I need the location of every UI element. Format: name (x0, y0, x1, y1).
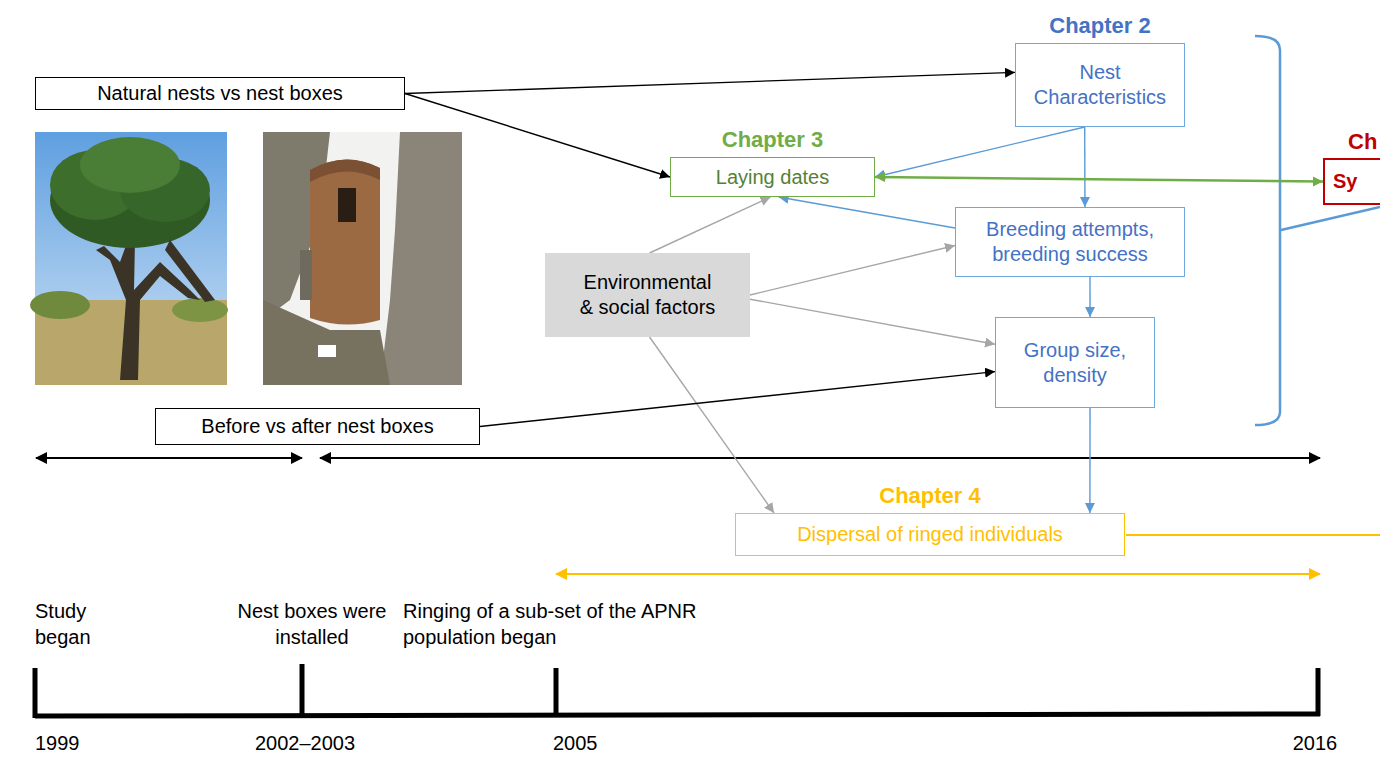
timeline-note: Nest boxes were installed (237, 598, 387, 650)
year-label: 1999 (35, 730, 115, 756)
process-box: Group size, density (995, 317, 1155, 408)
connector-arrow (750, 246, 955, 296)
period-arrow (320, 457, 1320, 459)
tree-photo (30, 132, 228, 385)
connector-arrow (650, 337, 774, 513)
period-arrow (556, 573, 1320, 575)
node-text: Before vs after nest boxes (201, 414, 433, 439)
factor-box: Environmental & social factors (545, 253, 750, 337)
connector-arrow (1089, 277, 1090, 317)
connector-arrow (405, 94, 670, 178)
process-box: Breeding attempts, breeding success (955, 207, 1185, 277)
chapter-box: Chapter 4Dispersal of ringed individuals (735, 513, 1125, 556)
chapter-heading: Chapter 3 (671, 127, 874, 153)
node-text: Sy (1333, 169, 1357, 194)
timeline-note: Ringing of a sub-set of the APNR populat… (403, 598, 708, 650)
connector-arrow (779, 197, 955, 228)
chapter-box: Chapter 2Nest Characteristics (1015, 43, 1185, 127)
node-text: Nest Characteristics (1022, 60, 1178, 110)
process-box: Before vs after nest boxes (155, 408, 480, 445)
connector-arrow (480, 372, 995, 427)
nest-box-photo (263, 132, 462, 385)
connector-arrow (750, 299, 995, 344)
node-text: Dispersal of ringed individuals (797, 522, 1063, 547)
chapter-heading: Chapter 4 (736, 483, 1124, 509)
chapter-heading: Chapter 2 (1016, 13, 1184, 39)
bracket-leader (1281, 207, 1380, 230)
process-box: Natural nests vs nest boxes (35, 77, 405, 110)
node-text: Natural nests vs nest boxes (97, 81, 343, 106)
bracket (1255, 36, 1280, 425)
connector-arrow (1084, 127, 1086, 207)
connector-arrow (650, 197, 771, 253)
node-text: Group size, density (1002, 338, 1148, 388)
timeline-axis (35, 664, 1320, 718)
connector-arrow (405, 72, 1015, 93)
timeline-note: Study began (35, 598, 110, 650)
period-arrow (36, 457, 302, 459)
leader-line (1126, 534, 1380, 536)
node-text: Environmental & social factors (577, 270, 718, 320)
connector-arrow (875, 127, 1085, 177)
year-label: 2016 (1270, 730, 1360, 756)
chapter-box: Chapter 3Laying dates (670, 157, 875, 197)
node-text: Breeding attempts, breeding success (962, 217, 1178, 267)
chapter-box: ChSy (1323, 158, 1380, 205)
connector-arrow (1089, 408, 1091, 513)
node-text: Laying dates (716, 165, 829, 190)
chapter-heading: Ch (1348, 129, 1377, 155)
year-label: 2002–2003 (245, 730, 365, 756)
connector-arrow (875, 177, 1323, 182)
year-label: 2005 (553, 730, 633, 756)
